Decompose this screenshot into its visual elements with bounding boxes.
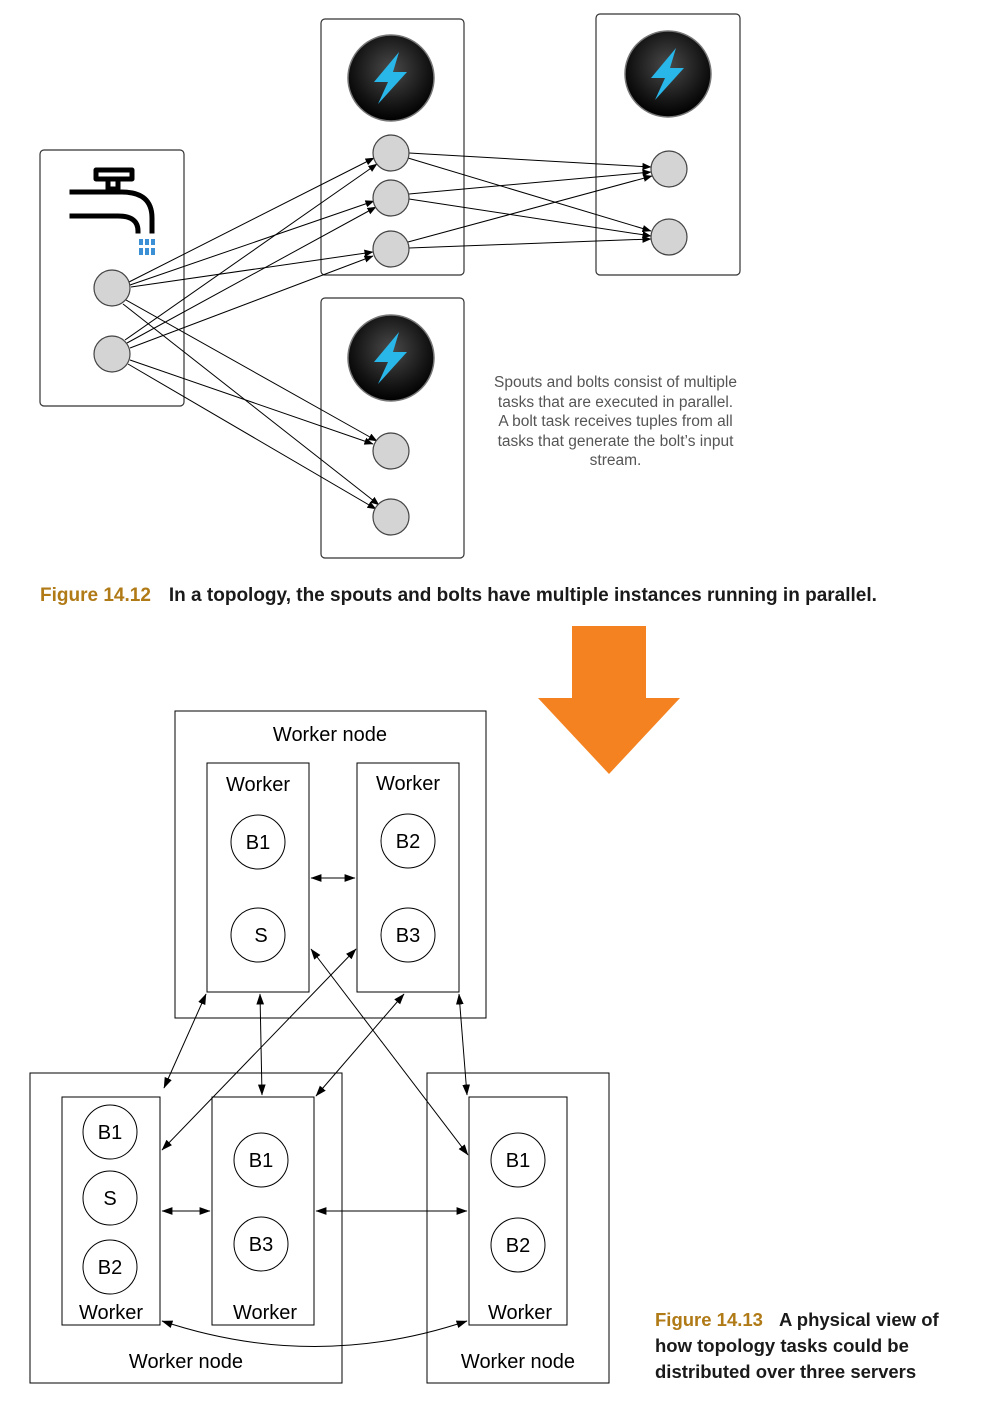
task-label: B3 bbox=[396, 925, 420, 947]
task-circle bbox=[380, 813, 436, 869]
caption-text: In a topology, the spouts and bolts have… bbox=[168, 585, 877, 606]
task-edges bbox=[122, 152, 653, 510]
worker-node-top bbox=[174, 710, 487, 1019]
annotation-text: Spouts and bolts consist of multiple tas… bbox=[494, 374, 737, 469]
worker-top-right bbox=[356, 762, 460, 993]
task-label: S bbox=[103, 1188, 116, 1210]
bolt-box-3 bbox=[320, 297, 465, 559]
task-circle bbox=[233, 1216, 289, 1272]
bolt-task-node bbox=[372, 432, 410, 470]
task-circle bbox=[490, 1132, 546, 1188]
task-label: B1 bbox=[249, 1150, 273, 1172]
bolt-task-node bbox=[372, 230, 410, 268]
down-arrow-icon bbox=[538, 626, 680, 774]
worker-label: Worker bbox=[376, 773, 440, 795]
water-drops-icon bbox=[139, 239, 155, 255]
worker-node-label: Worker node bbox=[273, 724, 387, 746]
task-label: B1 bbox=[246, 832, 270, 854]
worker-connectors bbox=[161, 874, 471, 1347]
worker-label: Worker bbox=[226, 774, 290, 796]
task-circle bbox=[230, 814, 286, 870]
bolt-task-node bbox=[650, 150, 688, 188]
worker-label: Worker bbox=[233, 1302, 297, 1324]
figure-14-12 bbox=[39, 13, 741, 559]
task-label: B1 bbox=[506, 1150, 530, 1172]
figure-14-13 bbox=[29, 710, 610, 1384]
worker-label: Worker bbox=[488, 1302, 552, 1324]
bolt-task-node bbox=[372, 134, 410, 172]
spout-task-node bbox=[93, 335, 131, 373]
task-label: B2 bbox=[506, 1235, 530, 1257]
spout-box bbox=[39, 149, 185, 407]
figure-number: Figure 14.13 bbox=[655, 1309, 763, 1330]
task-circle bbox=[82, 1239, 138, 1295]
task-circle bbox=[82, 1104, 138, 1160]
bolt-box-1 bbox=[320, 18, 465, 276]
worker-node-label: Worker node bbox=[461, 1351, 575, 1373]
worker-node-bottom-right bbox=[426, 1072, 610, 1384]
task-label: B3 bbox=[249, 1234, 273, 1256]
bolt-task-node bbox=[650, 218, 688, 256]
task-label: S bbox=[254, 925, 267, 947]
task-nodes bbox=[93, 134, 688, 536]
worker-node-label: Worker node bbox=[129, 1351, 243, 1373]
task-label: B2 bbox=[396, 831, 420, 853]
bolt-task-node bbox=[372, 498, 410, 536]
figure-number: Figure 14.12 bbox=[40, 585, 151, 606]
lightning-bolt-icon bbox=[624, 30, 712, 118]
worker-bottom-left bbox=[61, 1096, 161, 1326]
worker-top-left bbox=[206, 762, 310, 993]
faucet-icon bbox=[69, 167, 155, 255]
worker-label: Worker bbox=[79, 1302, 143, 1324]
lightning-bolt-icon bbox=[347, 314, 435, 402]
task-circle bbox=[490, 1217, 546, 1273]
figure-caption-14-12: Figure 14.12 In a topology, the spouts an… bbox=[40, 585, 877, 607]
worker-node-bottom-left bbox=[29, 1072, 343, 1384]
task-circle bbox=[82, 1170, 138, 1226]
bolt-task-node bbox=[372, 179, 410, 217]
figure-14-13-labels: Worker node Worker node Worker node Work… bbox=[79, 724, 575, 1373]
lightning-bolt-icon bbox=[347, 34, 435, 122]
worker-bottom-middle bbox=[211, 1096, 315, 1326]
spout-task-node bbox=[93, 269, 131, 307]
task-label: B1 bbox=[98, 1122, 122, 1144]
bolt-box-2 bbox=[595, 13, 741, 276]
caption-text: A physical view of how topology tasks co… bbox=[655, 1309, 939, 1382]
task-label: B2 bbox=[98, 1257, 122, 1279]
worker-bottom-right bbox=[468, 1096, 568, 1326]
